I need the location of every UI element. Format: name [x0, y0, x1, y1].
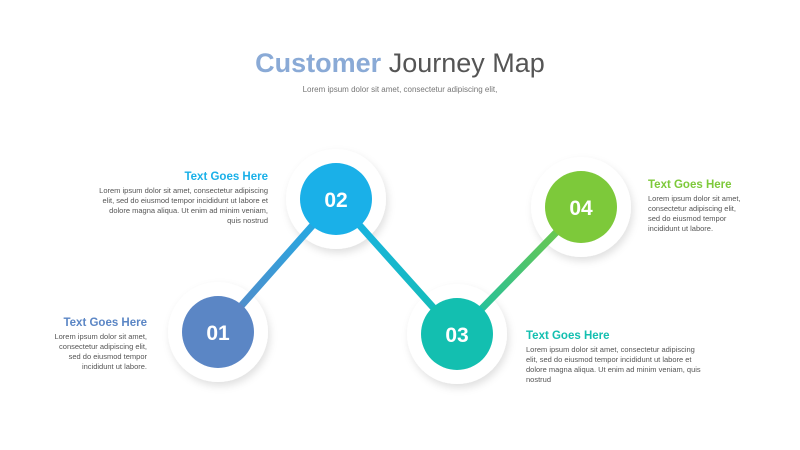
- step-number-02: 02: [324, 189, 347, 212]
- step-text-02: Text Goes Here Lorem ipsum dolor sit ame…: [99, 171, 268, 225]
- step-text-03: Text Goes Here Lorem ipsum dolor sit ame…: [526, 330, 701, 384]
- step-circle-01: [182, 296, 254, 368]
- step-circle-02: [300, 163, 372, 235]
- step-circle-03: [421, 298, 493, 370]
- page-title: Customer Journey Map: [255, 48, 545, 78]
- step-number-04: 04: [569, 197, 593, 220]
- step-text-04: Text Goes Here Lorem ipsum dolor sit ame…: [648, 179, 741, 233]
- page-subtitle: Lorem ipsum dolor sit amet, consectetur …: [302, 85, 498, 94]
- step-text-01: Text Goes Here Lorem ipsum dolor sit ame…: [54, 317, 147, 371]
- step-number-01: 01: [206, 322, 230, 345]
- step-number-03: 03: [445, 324, 468, 347]
- step-circle-04: [545, 171, 617, 243]
